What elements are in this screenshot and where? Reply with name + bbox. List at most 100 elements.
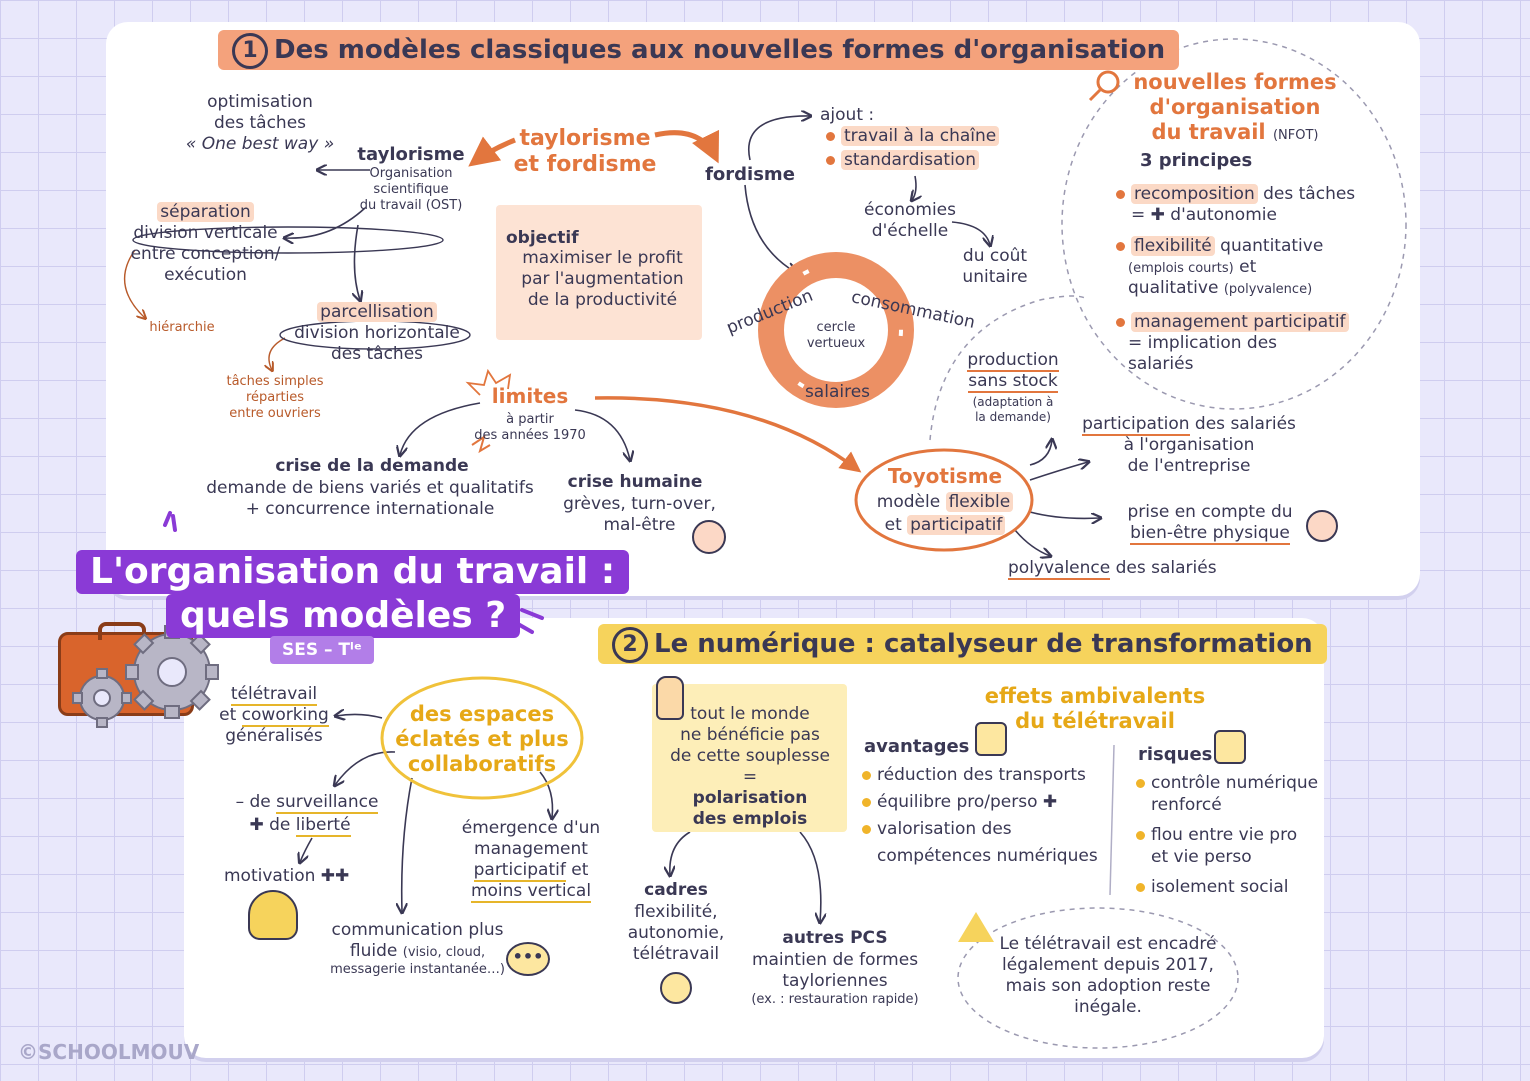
autres-lines: maintien de formes tayloriennes (ex. : r… <box>745 950 925 1008</box>
bienetre-u: bien-être physique <box>1130 523 1290 545</box>
logo: ©SCHOOLMOUV <box>18 1040 200 1064</box>
optim-block: optimisation des tâches « One best way » <box>180 92 340 155</box>
arrow-eco-cout <box>951 221 990 245</box>
nfot-title-line: nouvelles formes <box>1133 70 1337 94</box>
section1-title-text: Des modèles classiques aux nouvelles for… <box>274 35 1166 65</box>
parcellisation-highlight: parcellisation <box>317 302 437 322</box>
nfot-p1: recomposition des tâches = ✚ d'autonomie <box>1116 184 1355 226</box>
bullet <box>1136 778 1145 788</box>
ajout-item-2: standardisation <box>826 150 979 171</box>
arrow-taylor-separation <box>285 207 366 238</box>
legal-block: Le télétravail est encadré légalement de… <box>988 934 1228 1018</box>
teletravail-pre: et <box>219 705 242 725</box>
nfot-p2: flexibilité quantitative (emplois courts… <box>1116 236 1323 299</box>
parcellisation-line: division horizontale <box>294 323 460 343</box>
cycle-center: cercle vertueux <box>800 320 872 352</box>
nfot-p2-line3a: qualitative <box>1128 278 1224 298</box>
burst-decoration <box>465 368 512 396</box>
optim-line: optimisation <box>207 92 313 112</box>
cycle-salaires: salaires <box>804 382 871 402</box>
objectif-line: de la productivité <box>527 290 678 310</box>
bullet <box>862 797 871 807</box>
toyotisme-line2: et participatif <box>870 515 1020 536</box>
separation-line: entre conception/ <box>130 244 281 264</box>
arrow-toyo-participation <box>1029 462 1088 481</box>
polyvalence-u: polyvalence <box>1008 558 1111 580</box>
note-line: réparties <box>245 390 305 405</box>
arrow-taylor-parcellisation <box>354 224 360 300</box>
warning-icon <box>958 912 994 942</box>
coworking-u: coworking <box>241 705 329 727</box>
polyvalence-line: polyvalence des salariés <box>1008 558 1217 580</box>
crise-demande-line: + concurrence internationale <box>245 499 495 519</box>
arrow-fordisme-ajout <box>748 116 810 161</box>
section2-number: 2 <box>612 626 648 663</box>
nfot-p2-rest: quantitative <box>1214 236 1324 256</box>
effets-title: effets ambivalents du télétravail <box>975 684 1215 734</box>
bullet <box>826 155 835 165</box>
risques-list: contrôle numérique renforcé flou entre v… <box>1136 772 1318 898</box>
center-line: et fordisme <box>513 152 657 177</box>
gear-small-icon <box>72 668 132 728</box>
economies-line: économies <box>864 200 956 220</box>
smiley-icon <box>660 972 692 1004</box>
limites-label: limites <box>491 384 569 408</box>
espaces-line: des espaces <box>409 702 555 726</box>
toyo-text: modèle <box>876 492 941 512</box>
bullet <box>862 770 871 780</box>
legal-line: mais son adoption reste <box>1005 976 1211 996</box>
legal-line: Le télétravail est encadré <box>999 934 1217 954</box>
toyotisme-outline <box>854 448 1034 552</box>
toyotisme-label: Toyotisme <box>887 464 1003 488</box>
cycle-center-line: vertueux <box>806 336 866 351</box>
note-line: tâches simples <box>226 374 324 389</box>
ajout-item-text: travail à la chaîne <box>841 126 1000 146</box>
note-line: de cette souplesse <box>670 746 830 766</box>
participation-block: participation des salariés à l'organisat… <box>1074 414 1304 477</box>
participatif-u: participatif <box>473 860 566 882</box>
limites-sub-line: des années 1970 <box>474 428 586 443</box>
cadres-line: flexibilité, <box>634 902 718 922</box>
objectif-line: par l'augmentation <box>521 269 684 289</box>
economies-line: d'échelle <box>871 221 949 241</box>
chat-bubble-icon: ••• <box>506 942 550 976</box>
risque-item-cont: et vie perso <box>1151 847 1252 867</box>
communication-line: communication plus <box>331 920 504 940</box>
teletravail-line: généralisés <box>225 726 323 746</box>
note-line: ne bénéficie pas <box>680 725 820 745</box>
cadres-lines: flexibilité, autonomie, télétravail <box>616 902 736 965</box>
separation-block: séparation division verticale entre conc… <box>118 202 293 286</box>
bullet <box>1116 241 1125 251</box>
polyvalence-rest: des salariés <box>1110 558 1217 578</box>
management-line: émergence d'un <box>461 818 601 838</box>
objectif-lines: maximiser le profit par l'augmentation d… <box>505 248 700 311</box>
cout-line: unitaire <box>962 267 1028 287</box>
avantages-list: réduction des transports équilibre pro/p… <box>862 762 1098 870</box>
bullet <box>862 824 871 834</box>
teletravail-block: télétravail et coworking généralisés <box>214 684 334 747</box>
bullet <box>1136 830 1145 840</box>
legal-line: inégale. <box>1074 997 1142 1017</box>
cout: du coût unitaire <box>955 246 1035 288</box>
espaces-line: éclatés et plus <box>395 727 569 751</box>
nfot-title: nouvelles formes d'organisation du trava… <box>1120 70 1350 145</box>
toyotisme-line1: modèle flexible <box>870 492 1020 513</box>
effets-line: effets ambivalents <box>984 684 1206 708</box>
crise-demande-lines: demande de biens variés et qualitatifs +… <box>200 478 540 520</box>
bullet <box>1116 189 1125 199</box>
note-line: tout le monde <box>690 704 810 724</box>
teletravail-u: télétravail <box>230 684 318 706</box>
nfot-p2-hl: flexibilité <box>1131 236 1215 256</box>
main-title-badge: SES – Tˡᵉ <box>270 636 374 664</box>
nfot-p2-line2a: (emplois courts) <box>1128 261 1234 276</box>
nfot-p1-rest: des tâches <box>1257 184 1356 204</box>
arrow-center-taylorisme <box>468 136 516 167</box>
objectif-note <box>496 205 702 340</box>
autres-label: autres PCS <box>782 928 888 948</box>
note-line: entre ouvriers <box>229 406 321 421</box>
avantage-item: valorisation des <box>877 819 1012 839</box>
cycle-ring <box>758 252 914 408</box>
nfot-p3-hl: management participatif <box>1131 312 1349 332</box>
crise-demande-line: demande de biens variés et qualitatifs <box>206 478 534 498</box>
